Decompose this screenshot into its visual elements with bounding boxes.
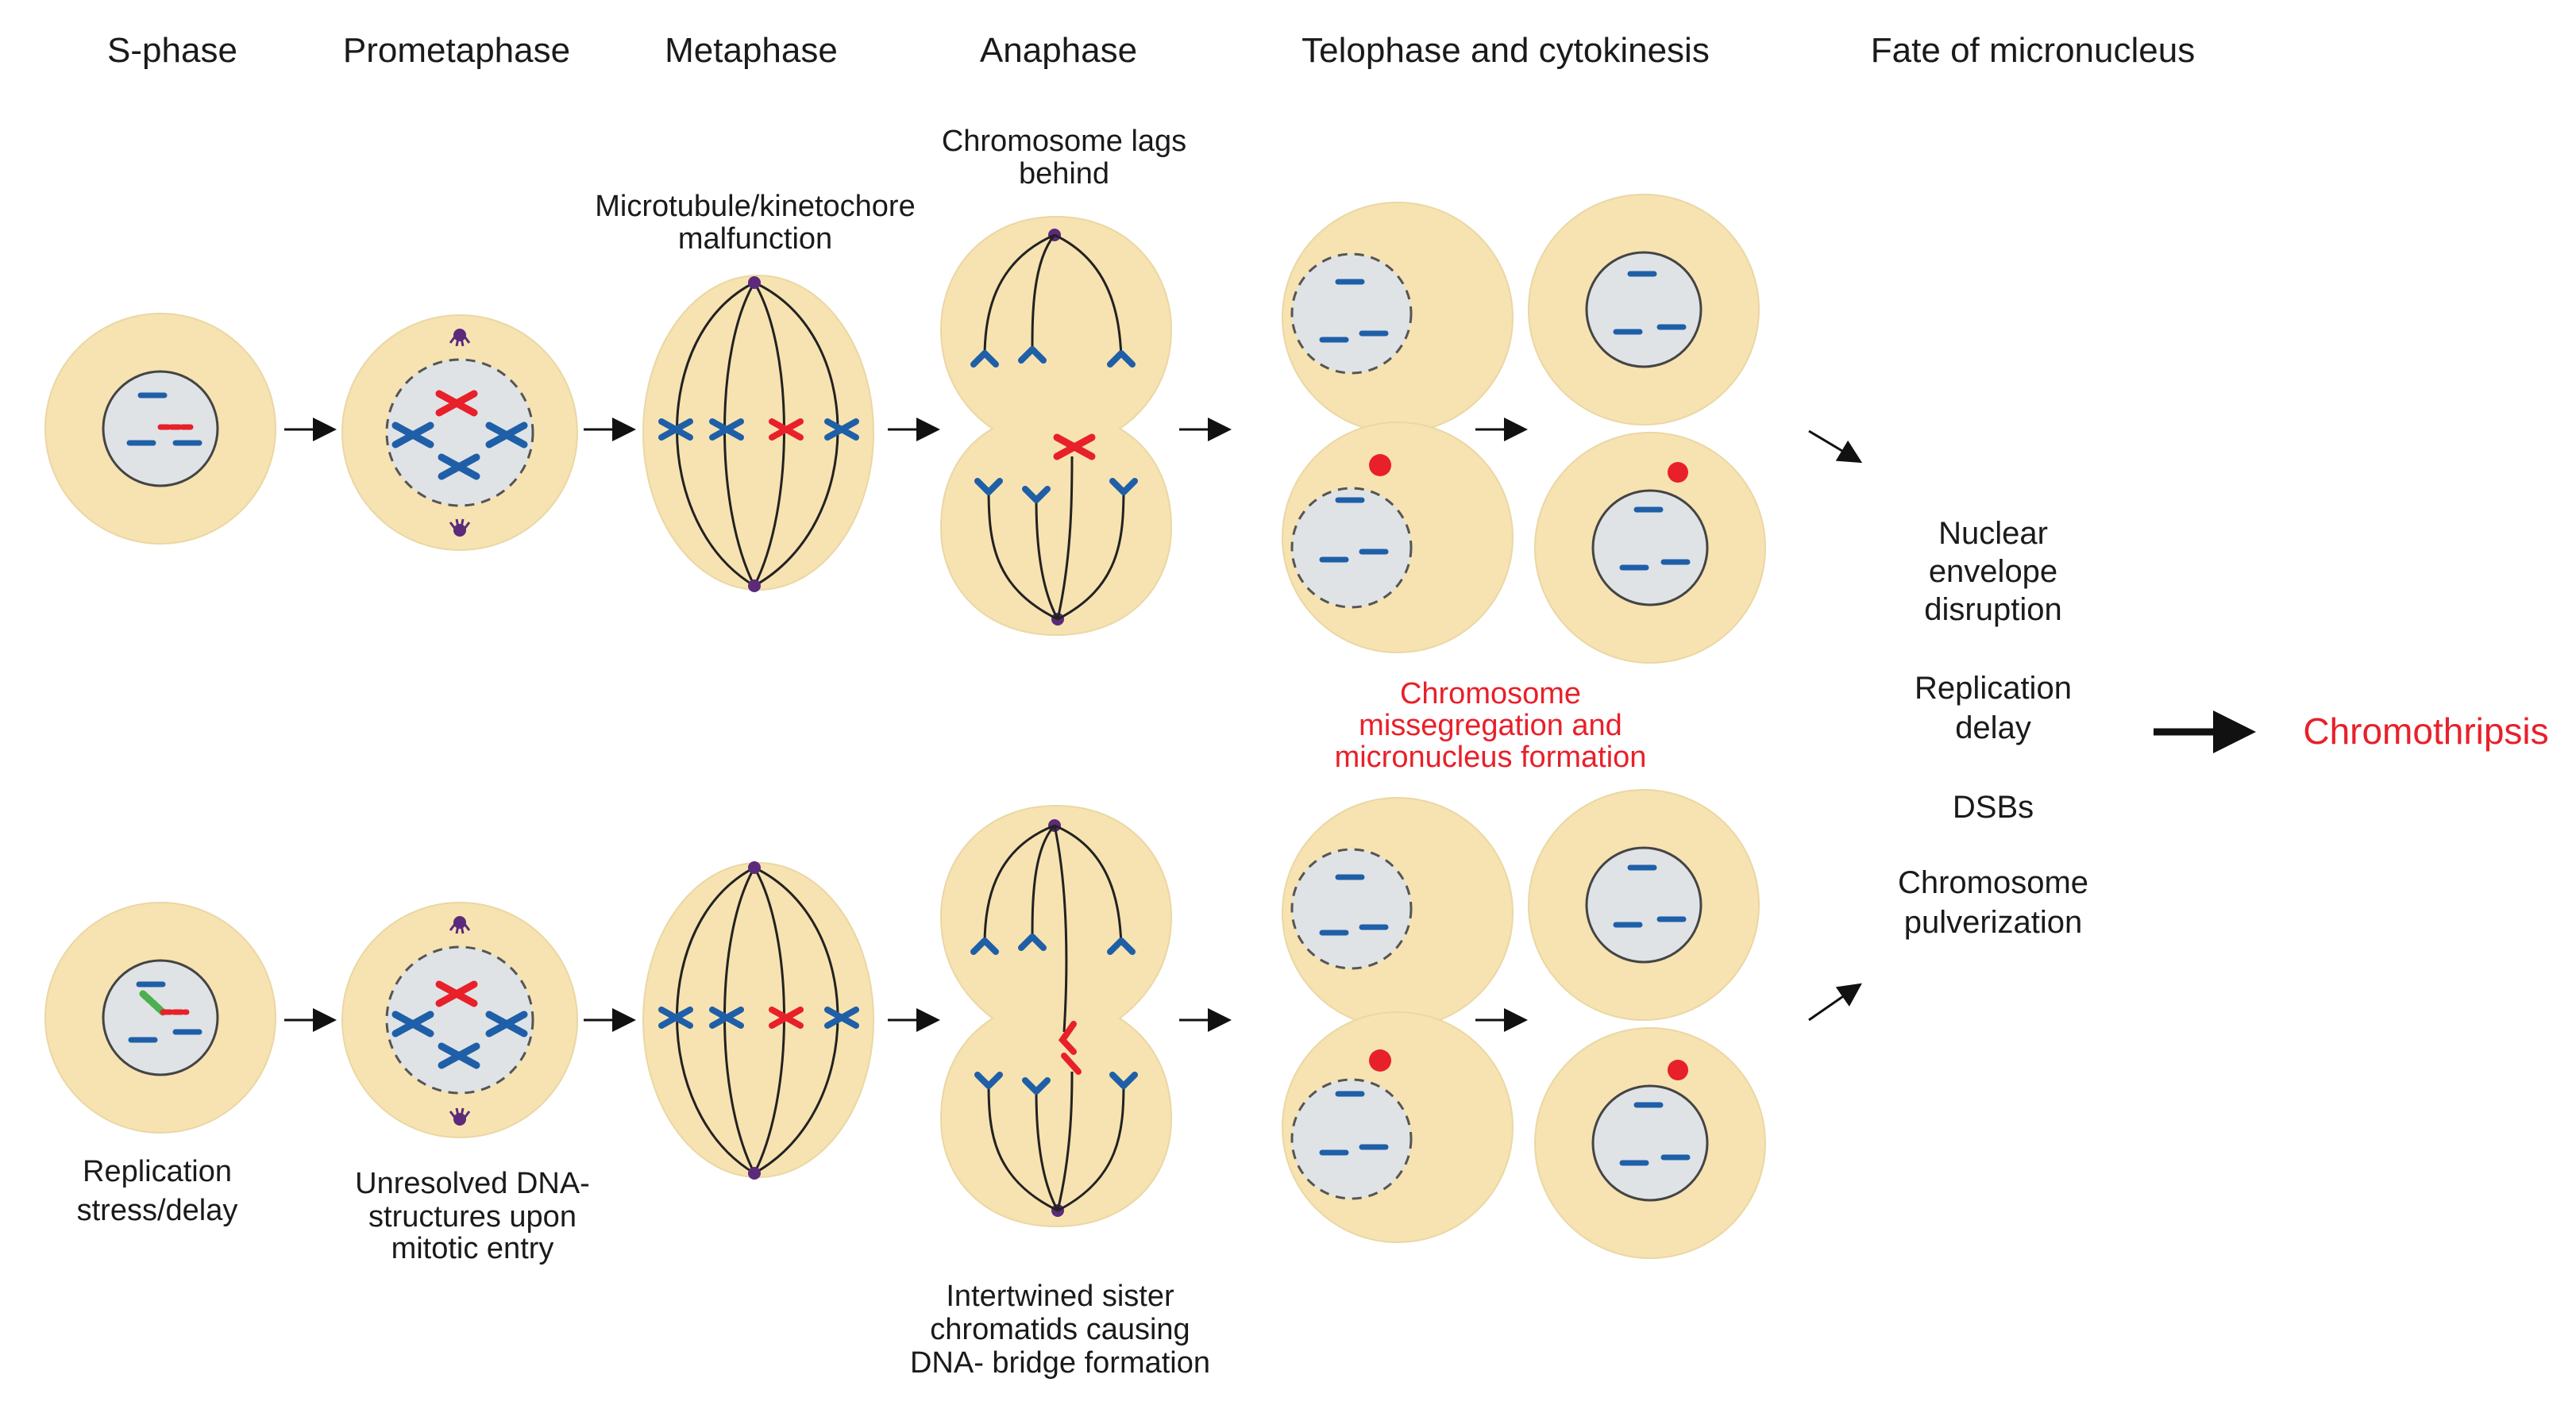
top-daughter-cells — [1528, 194, 1766, 664]
missegregation-label-line3: micronucleus formation — [1335, 741, 1647, 774]
label-replication-stress-line1: Replication — [83, 1155, 232, 1188]
label-anaphase-line1: Chromosome lags — [942, 125, 1186, 158]
bottom-prometaphase-cell — [341, 902, 578, 1138]
fate-item-dsbs: DSBs — [1953, 790, 2034, 825]
label-intertwined-line1: Intertwined sister — [946, 1280, 1174, 1313]
header-anaphase: Anaphase — [980, 31, 1137, 70]
bottom-metaphase-cell — [642, 861, 874, 1180]
top-metaphase-cell — [642, 275, 874, 592]
top-prometaphase-cell — [341, 314, 578, 551]
header-telophase: Telophase and cytokinesis — [1301, 31, 1710, 70]
header-s-phase: S-phase — [107, 31, 237, 70]
label-replication-stress-line2: stress/delay — [77, 1194, 238, 1227]
fate-item-chromosome: Chromosome — [1898, 865, 2088, 900]
fate-item-replication: Replication — [1915, 671, 2072, 706]
fate-item-pulverization: pulverization — [1904, 905, 2083, 940]
fate-item-envelope: envelope — [1929, 554, 2057, 589]
bottom-telophase-cell — [1282, 797, 1514, 1243]
fate-item-nuclear: Nuclear — [1938, 516, 2048, 551]
label-unresolved-dna-line3: mitotic entry — [391, 1232, 554, 1265]
top-s-phase-cell — [44, 313, 276, 545]
top-telophase-cell — [1282, 202, 1514, 653]
header-metaphase: Metaphase — [665, 31, 838, 70]
label-unresolved-dna-line1: Unresolved DNA- — [355, 1167, 590, 1200]
outcome-label: Chromothripsis — [2303, 710, 2548, 752]
bottom-daughter-cells — [1528, 789, 1766, 1259]
bottom-s-phase-cell — [44, 902, 276, 1134]
top-anaphase-cell — [939, 215, 1173, 637]
label-unresolved-dna-line2: structures upon — [368, 1200, 577, 1234]
label-metaphase-line2: malfunction — [678, 222, 832, 256]
label-metaphase-line1: Microtubule/kinetochore — [595, 190, 915, 223]
missegregation-label-line2: missegregation and — [1359, 709, 1622, 742]
label-intertwined-line2: chromatids causing — [930, 1313, 1190, 1346]
header-fate: Fate of micronucleus — [1871, 31, 2195, 70]
bottom-anaphase-cell — [939, 804, 1173, 1228]
header-prometaphase: Prometaphase — [343, 31, 570, 70]
label-intertwined-line3: DNA- bridge formation — [910, 1346, 1210, 1380]
missegregation-label-line1: Chromosome — [1400, 677, 1581, 710]
fate-item-delay: delay — [1955, 710, 2031, 745]
fate-item-disruption: disruption — [1924, 592, 2061, 627]
label-anaphase-line2: behind — [1019, 157, 1109, 191]
